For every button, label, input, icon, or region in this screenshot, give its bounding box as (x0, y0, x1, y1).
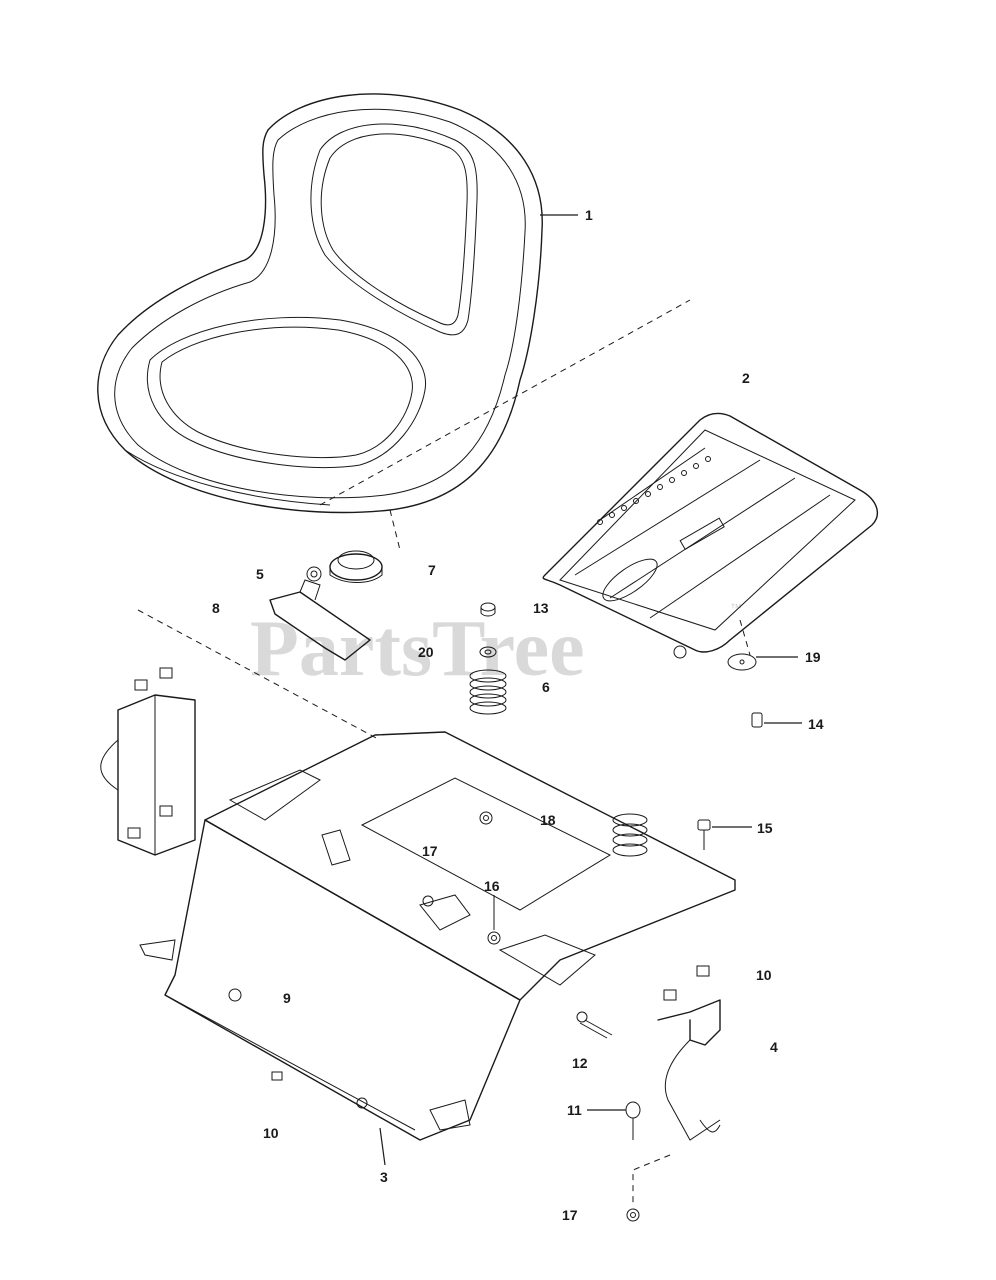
callout-12[interactable]: 12 (572, 1055, 588, 1071)
callout-3[interactable]: 3 (380, 1169, 388, 1185)
spring-6[interactable] (469, 669, 507, 715)
callout-13[interactable]: 13 (533, 600, 549, 616)
callout-9[interactable]: 9 (283, 990, 291, 1006)
watermark-trademark: ™ (730, 601, 742, 615)
callout-17-bottom[interactable]: 17 (562, 1207, 578, 1223)
callout-19[interactable]: 19 (805, 649, 821, 665)
callout-17-top[interactable]: 17 (422, 843, 438, 859)
bolt-14[interactable] (751, 712, 763, 728)
callout-4[interactable]: 4 (770, 1039, 778, 1055)
small-bracket (321, 829, 351, 866)
spring-mounted (612, 813, 648, 857)
pivot-bracket[interactable] (269, 579, 371, 661)
switch-bracket-left[interactable] (100, 667, 196, 856)
callout-10-right[interactable]: 10 (756, 967, 772, 983)
callout-14[interactable]: 14 (808, 716, 824, 732)
alignment-line (389, 509, 401, 551)
nut-5[interactable] (306, 566, 322, 582)
callout-16[interactable]: 16 (484, 878, 500, 894)
small-bracket (419, 894, 471, 931)
washer-19[interactable] (727, 653, 757, 671)
seat-pan[interactable] (542, 412, 879, 659)
nut-17-bottom[interactable] (626, 1208, 640, 1222)
callout-18[interactable]: 18 (540, 812, 556, 828)
callout-20[interactable]: 20 (418, 644, 434, 660)
nut-13[interactable] (480, 602, 496, 617)
small-nut (422, 895, 434, 907)
alignment-line (319, 299, 691, 506)
callout-11[interactable]: 11 (567, 1102, 582, 1118)
callout-6[interactable]: 6 (542, 679, 550, 695)
seat[interactable] (97, 93, 543, 514)
callout-2[interactable]: 2 (742, 370, 750, 386)
callout-10-bottom[interactable]: 10 (263, 1125, 279, 1141)
callout-1[interactable]: 1 (585, 207, 593, 223)
nut-16[interactable] (487, 895, 501, 945)
nut-18[interactable] (479, 811, 493, 825)
rivet-11[interactable] (625, 1101, 641, 1140)
callout-5[interactable]: 5 (256, 566, 264, 582)
alignment-line (632, 1154, 671, 1205)
leader-3 (379, 1127, 386, 1166)
seat-frame[interactable] (139, 819, 521, 1141)
callout-15[interactable]: 15 (757, 820, 773, 836)
platform-plate[interactable] (204, 731, 736, 1001)
alignment-line (137, 609, 381, 741)
watermark-text: PartsTree (250, 605, 585, 693)
watermark: PartsTree ™ (250, 601, 742, 693)
pin-12[interactable] (576, 1011, 613, 1039)
callout-7[interactable]: 7 (428, 562, 436, 578)
callout-8[interactable]: 8 (212, 600, 220, 616)
adjustment-knob[interactable] (329, 550, 383, 583)
bolt-15[interactable] (697, 819, 711, 850)
washer-20[interactable] (479, 646, 497, 658)
switch-bracket-right[interactable] (657, 965, 721, 1141)
